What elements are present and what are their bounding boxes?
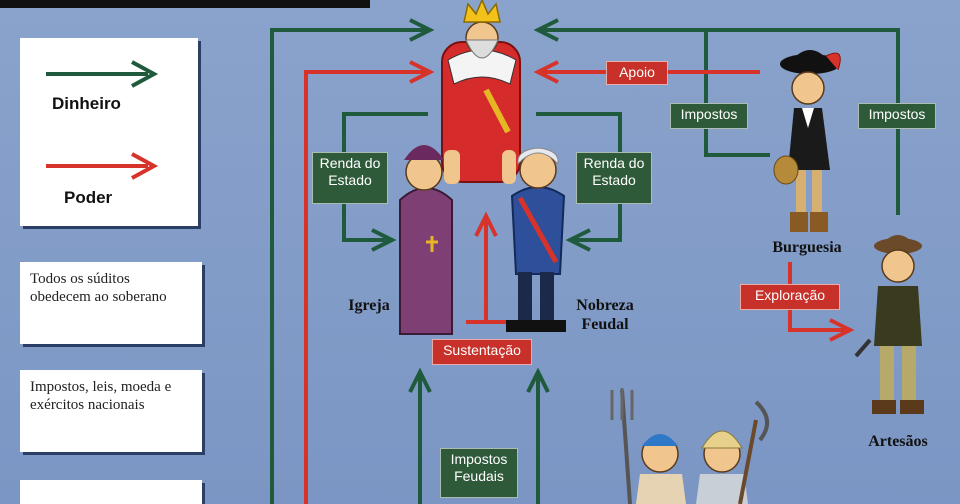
caption-igreja: Igreja (348, 297, 390, 314)
tag-apoio: Apoio (606, 61, 668, 85)
tag-renda-right-line2: Estado (592, 172, 636, 188)
power-flow-left (304, 60, 435, 504)
legend-box: Dinheiro Poder (20, 38, 198, 226)
peasants-figure (610, 388, 769, 504)
tag-exploracao: Exploração (740, 284, 840, 310)
note-partial (20, 480, 202, 504)
caption-nobreza-line1: Nobreza (576, 297, 634, 314)
caption-artesaos: Artesãos (868, 433, 928, 450)
church-figure (399, 145, 460, 335)
tag-impostos-artisans: Impostos (858, 103, 936, 129)
tag-renda-left-line1: Renda do (319, 155, 381, 171)
nobility-figure (502, 147, 566, 332)
tag-impostos-feudais: Impostos Feudais (440, 448, 518, 498)
power-arrow-icon (46, 152, 159, 180)
tag-impostos-feudais-line2: Feudais (454, 468, 504, 484)
note-subjects: Todos os súditos obedecem ao soberano (20, 262, 202, 344)
tag-renda-right-line1: Renda do (583, 155, 645, 171)
tag-renda-left-line2: Estado (328, 172, 372, 188)
tag-renda-estado-left: Renda do Estado (312, 152, 388, 204)
tag-impostos-bourgeoisie: Impostos (670, 103, 748, 129)
note-taxes-laws: Impostos, leis, moeda e exércitos nacion… (20, 370, 202, 452)
king-figure (441, 0, 521, 183)
money-arrow-icon (46, 60, 159, 88)
tag-impostos-feudais-line1: Impostos (450, 451, 508, 467)
artisan-figure (854, 235, 924, 414)
sustentacao-arrow (466, 211, 506, 324)
impostos-feudais-arrows (408, 367, 550, 504)
legend-money-label: Dinheiro (52, 94, 121, 113)
money-flow-left (270, 18, 435, 504)
caption-nobreza-line2: Feudal (581, 316, 629, 333)
caption-nobreza: Nobreza Feudal (562, 296, 648, 334)
legend-arrows (46, 60, 159, 180)
legend-power-label: Poder (64, 188, 113, 207)
bourgeoisie-figure (773, 50, 841, 232)
caption-burguesia: Burguesia (772, 239, 842, 256)
top-bar (0, 0, 370, 8)
tag-renda-estado-right: Renda do Estado (576, 152, 652, 204)
tag-sustentacao: Sustentação (432, 339, 532, 365)
